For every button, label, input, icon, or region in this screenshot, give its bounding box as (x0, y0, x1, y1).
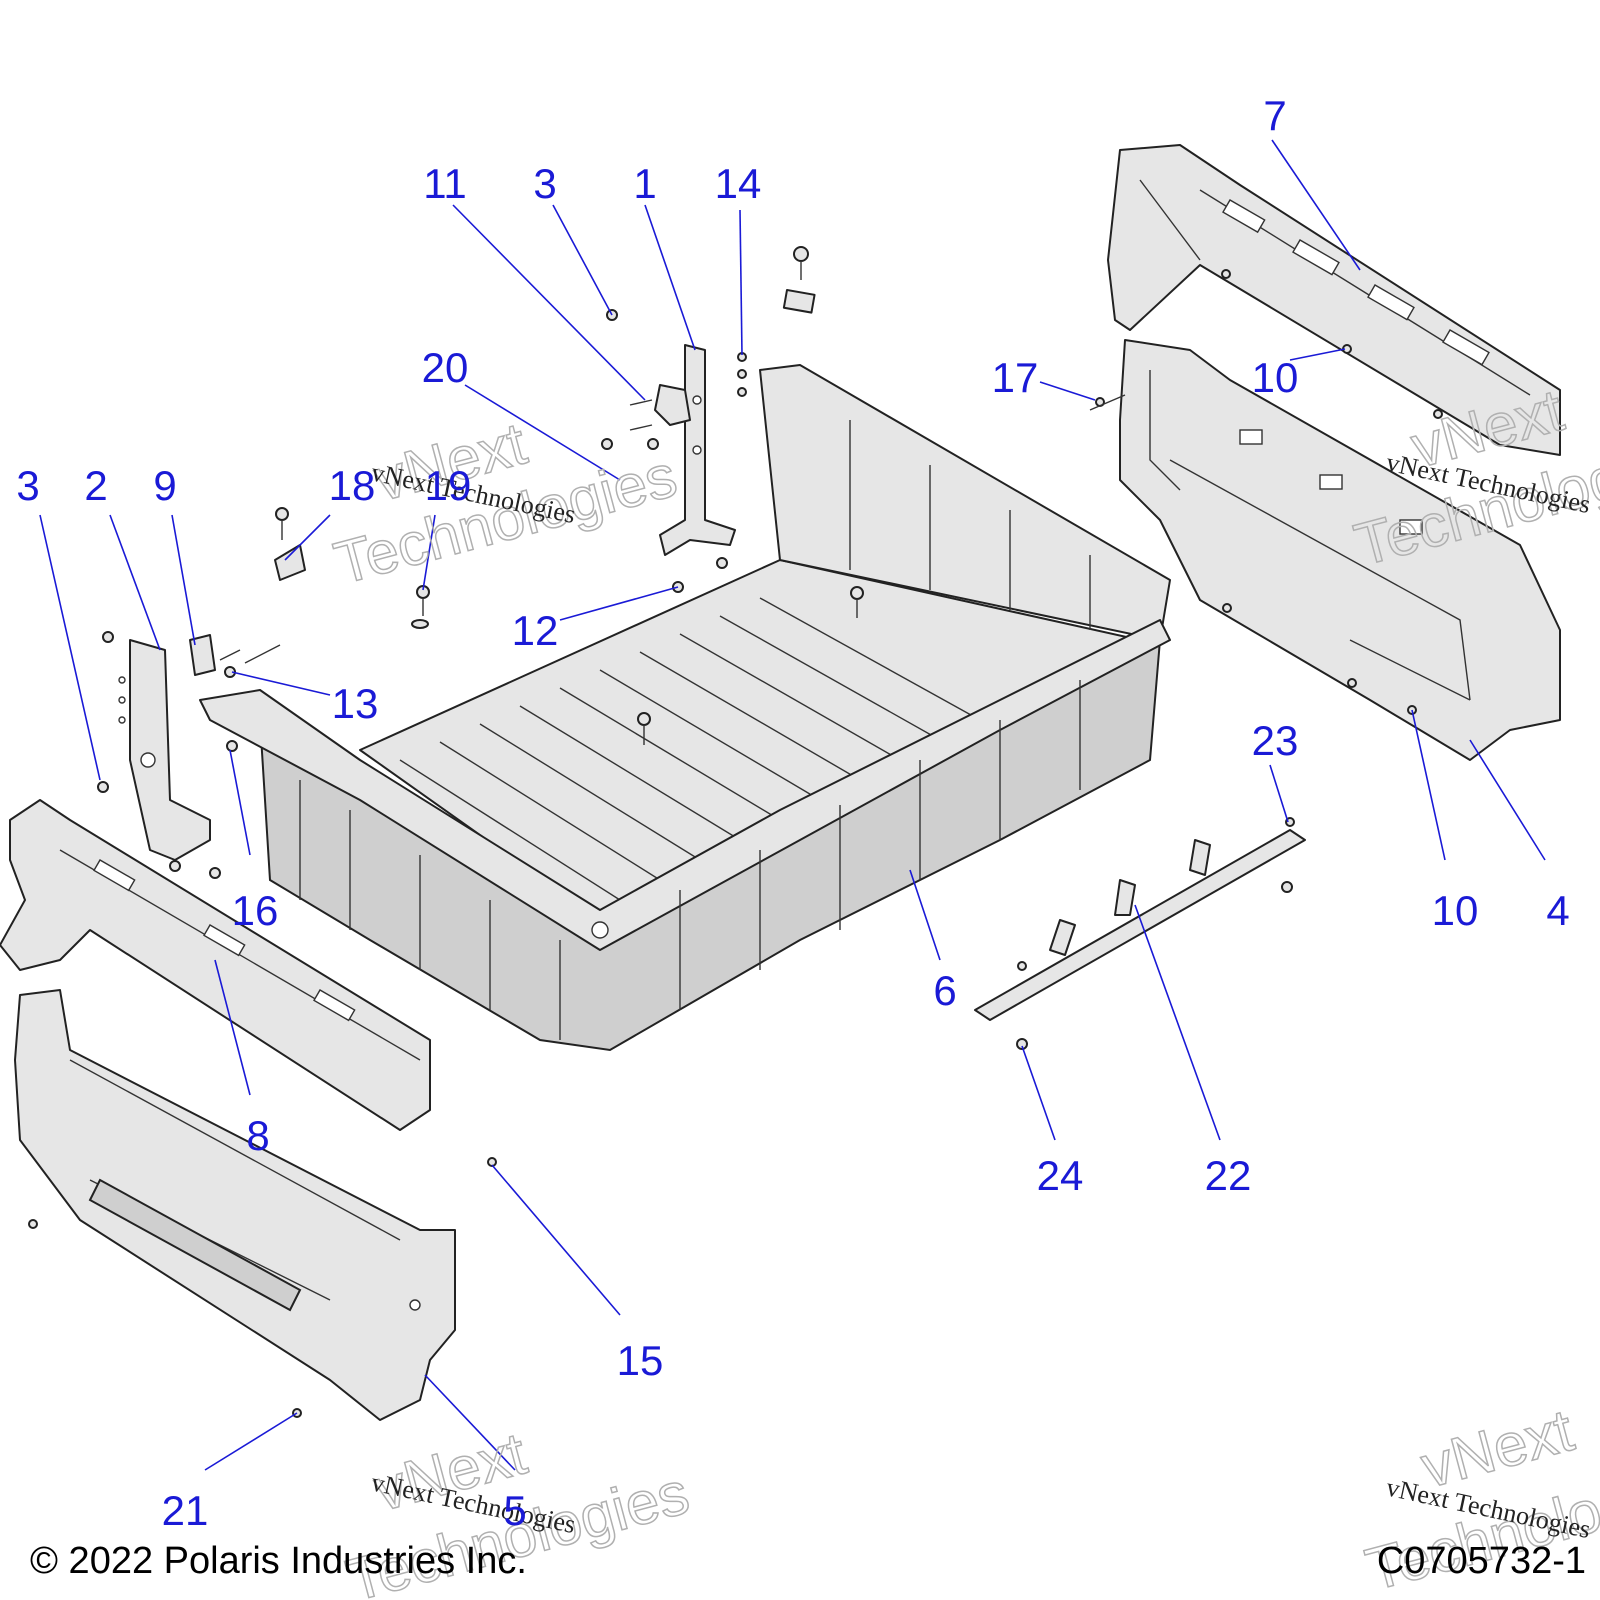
copyright-notice: © 2022 Polaris Industries Inc. (30, 1540, 527, 1582)
callout-10-top: 10 (1252, 354, 1299, 401)
callout-7: 7 (1263, 92, 1286, 139)
callout-11: 11 (423, 160, 467, 207)
callout-17: 17 (992, 354, 1039, 401)
part-2-bracket-left (118, 639, 211, 861)
part-22-mounting-strip (974, 829, 1306, 1021)
callout-10-bottom: 10 (1432, 887, 1479, 934)
callout-3-left: 3 (16, 462, 39, 509)
callout-15: 15 (617, 1337, 664, 1384)
callout-13: 13 (332, 680, 379, 727)
part-5-front-lower-panel (14, 989, 456, 1421)
callout-12: 12 (512, 607, 559, 654)
callout-23: 23 (1252, 717, 1299, 764)
callout-2: 2 (84, 462, 107, 509)
callout-5: 5 (503, 1487, 526, 1534)
callout-9: 9 (153, 462, 176, 509)
part-6-cargo-box (199, 364, 1171, 1052)
callout-20: 20 (422, 344, 469, 391)
part-1-bracket-right (659, 344, 736, 556)
callout-18: 18 (329, 462, 376, 509)
hardware-fasteners (28, 246, 1443, 1418)
drawing-number: C0705732-1 (1376, 1540, 1586, 1582)
callout-8: 8 (246, 1112, 269, 1159)
part-4-rear-lower-panel (1119, 339, 1561, 761)
leader-lines (39, 139, 1546, 1471)
callout-24: 24 (1037, 1152, 1084, 1199)
callout-16: 16 (232, 887, 279, 934)
callout-3-top: 3 (533, 160, 556, 207)
callout-1: 1 (633, 160, 656, 207)
part-7-rear-upper-panel (1107, 144, 1561, 456)
callout-21: 21 (162, 1487, 209, 1534)
callout-14: 14 (715, 160, 762, 207)
part-8-front-upper-panel (0, 799, 431, 1131)
callout-22: 22 (1205, 1152, 1252, 1199)
callout-labels: 1 2 3 3 4 5 6 7 8 9 10 10 11 12 13 14 15… (16, 92, 1569, 1534)
callout-6: 6 (933, 967, 956, 1014)
callout-19: 19 (425, 462, 472, 509)
callout-4: 4 (1546, 887, 1569, 934)
